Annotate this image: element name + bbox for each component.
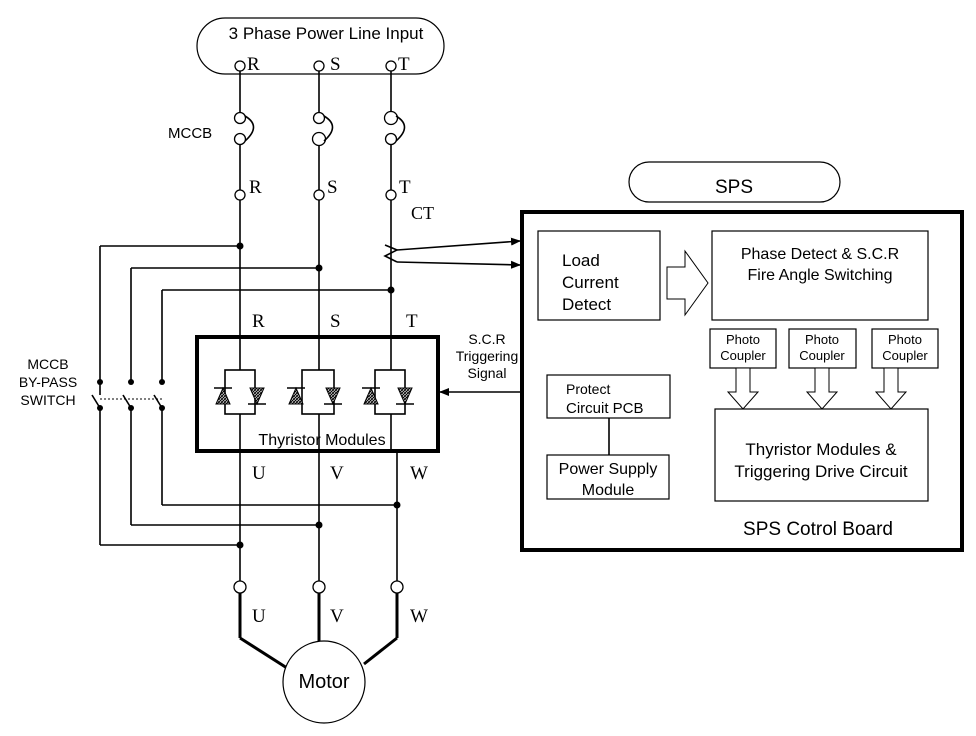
bypass-label-line1: MCCB [27, 356, 68, 372]
power-supply-box [546, 454, 670, 500]
motor: Motor [282, 640, 366, 724]
thyristor-pair-1 [214, 337, 266, 451]
motor-label-v: V [330, 606, 344, 627]
bypass-switch [91, 379, 165, 411]
sps-board-label: SPS Cotrol Board [743, 519, 893, 540]
input-terminals [234, 60, 397, 72]
thyristor-modules: Thyristor Modules [195, 335, 440, 453]
phase-detect-box [711, 230, 929, 321]
ct-label: CT [411, 203, 434, 223]
photo-coupler-3-line2: Coupler [882, 348, 928, 363]
mccb-label: MCCB [168, 125, 212, 142]
output-terminals [233, 580, 404, 594]
drive-circuit-box [714, 408, 929, 502]
mid-label-s: S [327, 177, 338, 198]
thyristor-modules-label: Thyristor Modules [258, 432, 385, 449]
down-arrow-icon [805, 367, 839, 410]
load-current-line1: Load [562, 251, 600, 270]
photo-coupler-2: Photo Coupler [788, 328, 857, 369]
mid-label-t: T [399, 177, 411, 198]
sps-header: SPS [628, 161, 841, 203]
power-input-box [196, 17, 445, 75]
protect-circuit-box [546, 374, 671, 419]
current-transformer [383, 237, 521, 269]
scr-triggering-signal: S.C.R Triggering Signal [439, 331, 522, 396]
phase-wires-top [239, 71, 392, 340]
motor-wiring [238, 593, 399, 670]
power-supply-line2: Module [582, 482, 635, 499]
thyristor-pair-3 [362, 337, 414, 451]
photo-coupler-2-line1: Photo [805, 332, 839, 347]
input-label-t: T [398, 54, 410, 75]
power-input: 3 Phase Power Line Input [196, 17, 445, 75]
scr-signal-line2: Triggering [456, 348, 519, 364]
block-arrow-icon [666, 249, 709, 317]
mccb [233, 110, 406, 147]
phase-detect-line1: Phase Detect & S.C.R [741, 246, 899, 263]
output-label-w: W [410, 463, 428, 484]
label-s-lower: S [330, 311, 341, 332]
output-label-v: V [330, 463, 344, 484]
bypass-label-line2: BY-PASS [19, 374, 77, 390]
drive-circuit-line1: Thyristor Modules & [745, 440, 897, 459]
input-label-r: R [247, 54, 260, 75]
thyristor-modules-box [195, 335, 440, 453]
photo-coupler-3: Photo Coupler [871, 328, 939, 369]
sps-control-board: Load Current Detect Phase Detect & S.C.R… [520, 210, 964, 552]
mid-terminals [234, 189, 397, 201]
protect-circuit-line1: Protect [566, 381, 610, 397]
bypass-tap-lines-lower [99, 408, 401, 549]
motor-label: Motor [298, 671, 349, 693]
protect-circuit-line2: Circuit PCB [566, 400, 644, 417]
bypass-label-line3: SWITCH [20, 392, 75, 408]
output-label-u: U [252, 463, 266, 484]
label-t-lower: T [406, 311, 418, 332]
photo-coupler-1-line1: Photo [726, 332, 760, 347]
load-current-line3: Detect [562, 295, 611, 314]
load-current-detect-box [537, 230, 661, 321]
photo-coupler-3-line1: Photo [888, 332, 922, 347]
motor-label-u: U [252, 606, 266, 627]
bypass-tap-lines-upper [99, 242, 395, 382]
phase-detect-line2: Fire Angle Switching [748, 267, 893, 284]
motor-label-w: W [410, 606, 428, 627]
photo-coupler-2-line2: Coupler [799, 348, 845, 363]
down-arrow-icon [874, 367, 908, 410]
phase-wires-bottom [239, 451, 398, 581]
thyristor-pair-2 [287, 337, 342, 451]
photo-coupler-1-line2: Coupler [720, 348, 766, 363]
down-arrow-icon [726, 367, 760, 410]
load-current-line2: Current [562, 273, 619, 292]
scr-signal-line1: S.C.R [468, 331, 505, 347]
drive-circuit-line2: Triggering Drive Circuit [734, 462, 907, 481]
scr-signal-line3: Signal [468, 365, 507, 381]
input-label-s: S [330, 54, 341, 75]
power-input-label: 3 Phase Power Line Input [229, 24, 424, 43]
power-supply-line1: Power Supply [559, 461, 658, 478]
mid-label-r: R [249, 177, 262, 198]
sps-title: SPS [715, 177, 753, 198]
photo-coupler-1: Photo Coupler [709, 328, 777, 369]
label-r-lower: R [252, 311, 265, 332]
